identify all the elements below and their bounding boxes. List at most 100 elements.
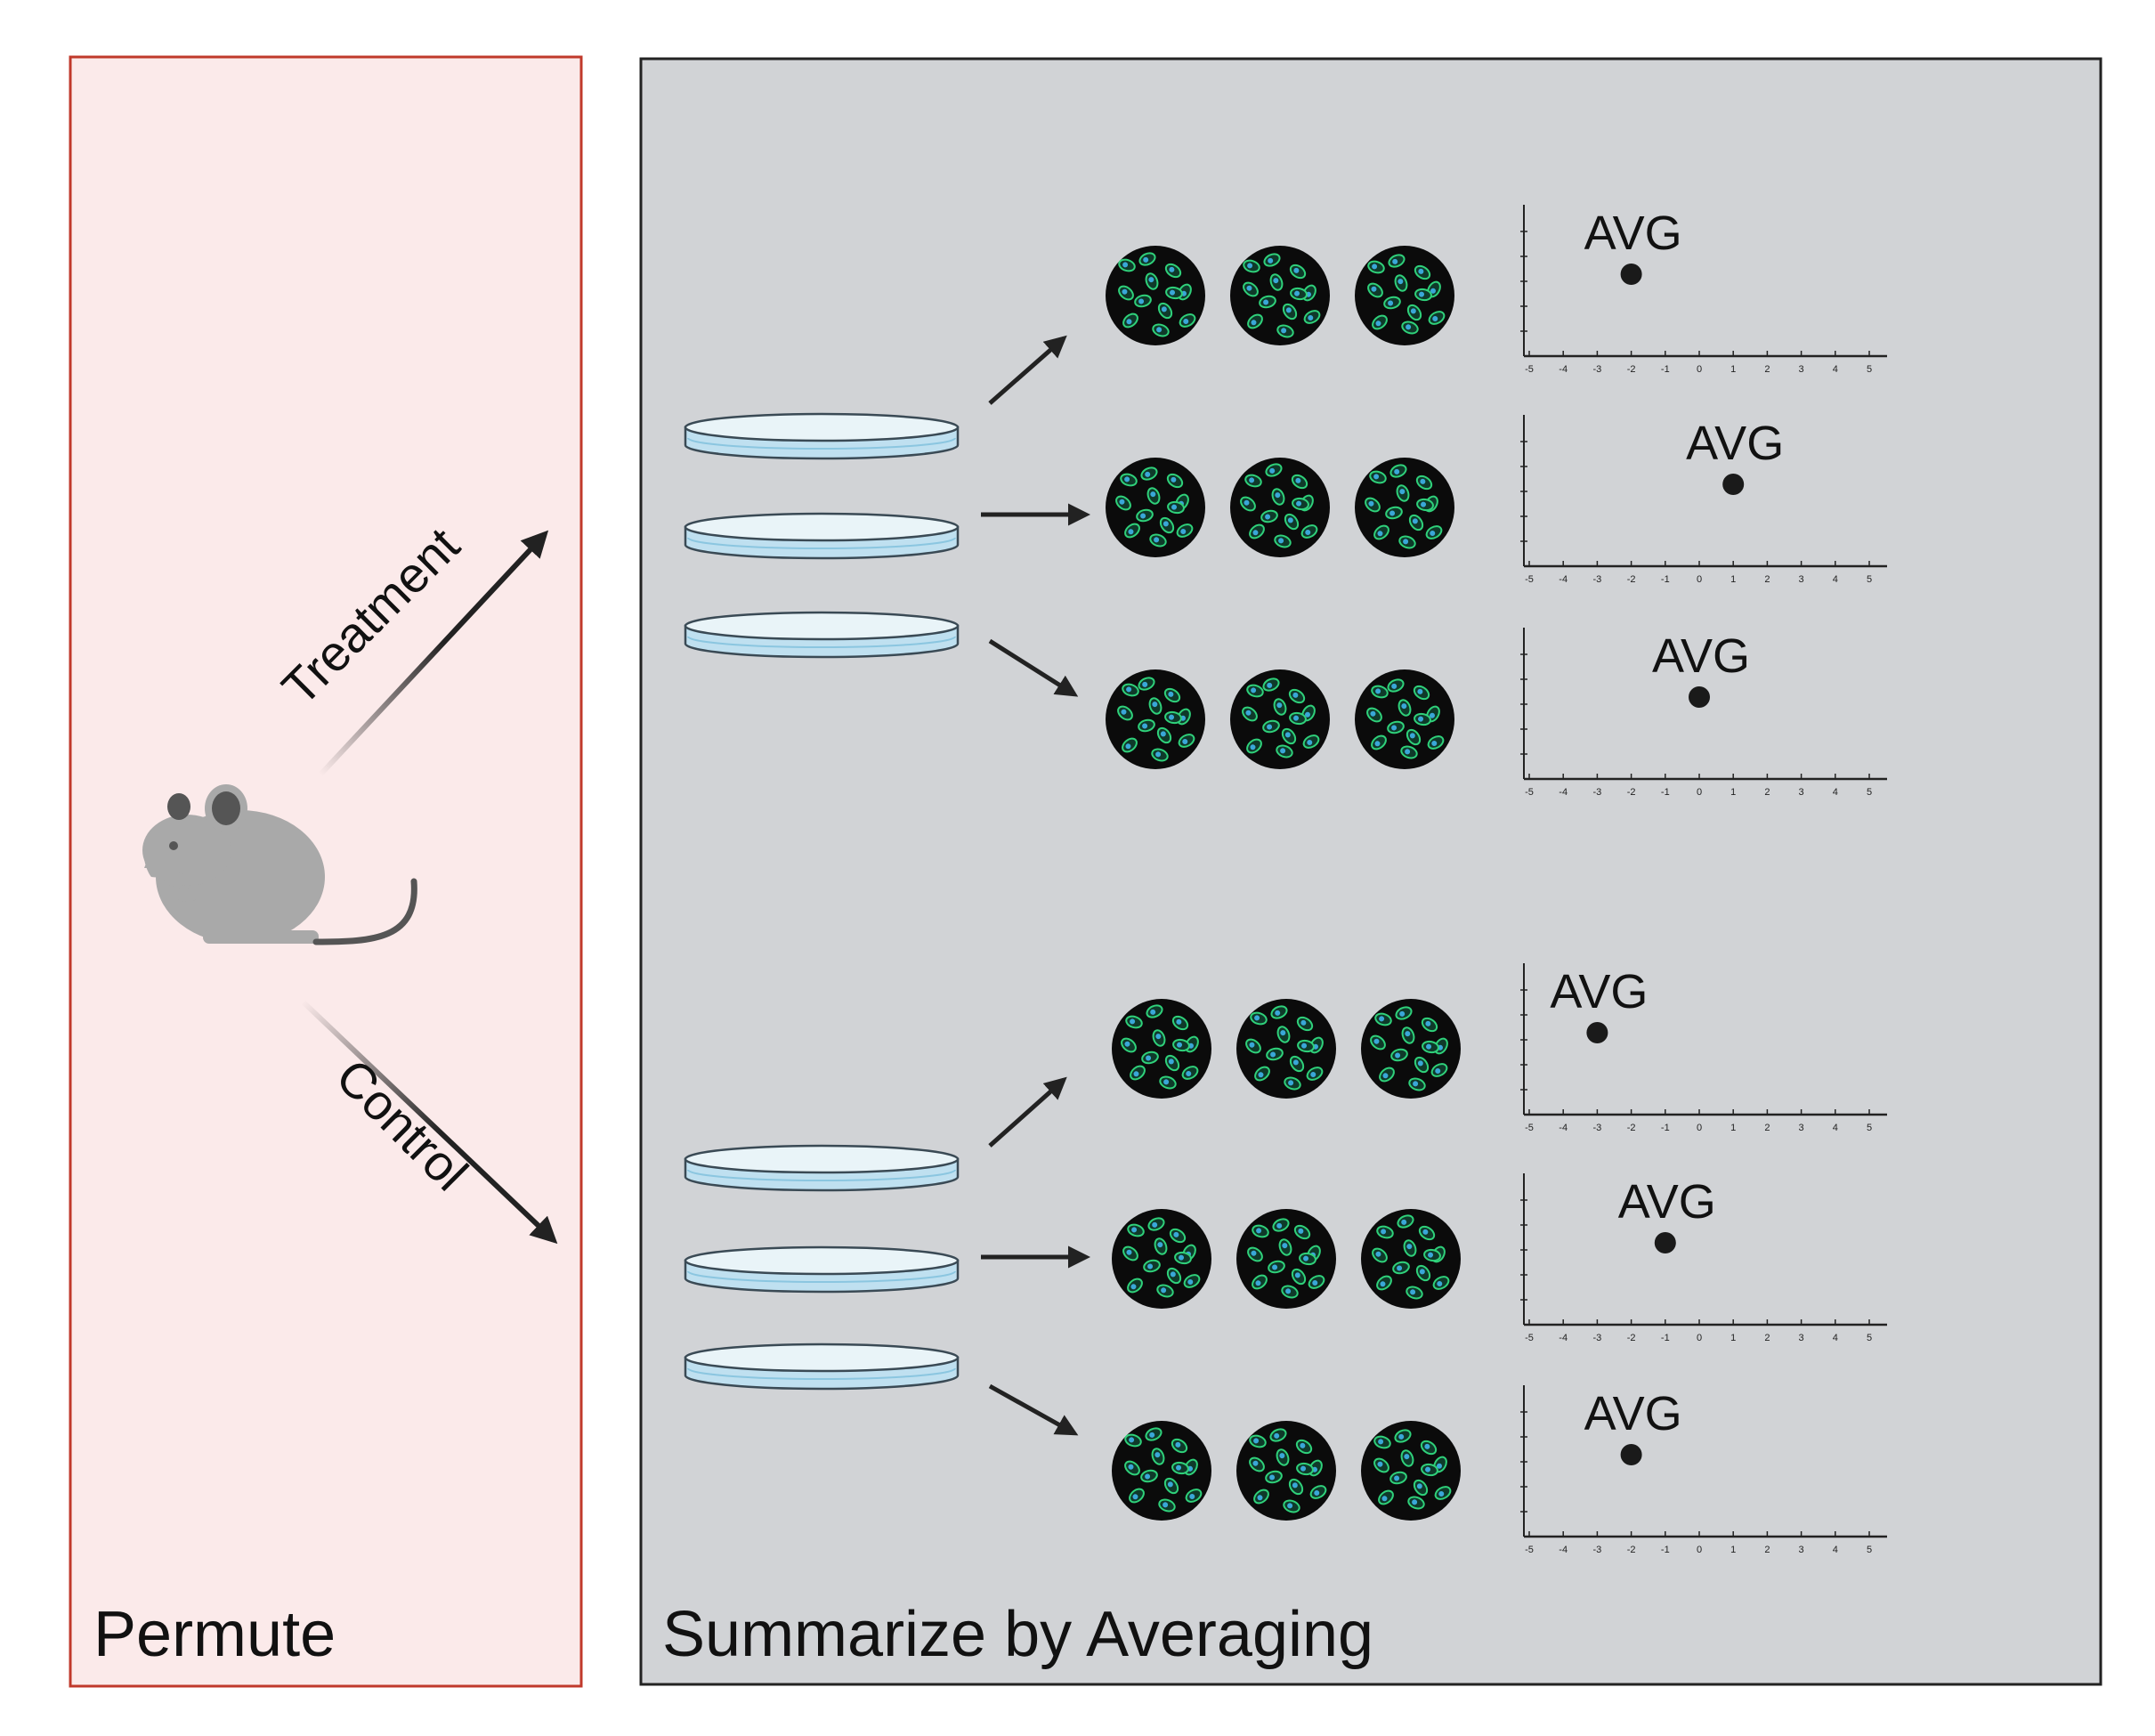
average-label: AVG <box>1584 207 1682 260</box>
chart-tick-label: -1 <box>1661 787 1670 798</box>
chart-tick-label: -1 <box>1661 1123 1670 1133</box>
average-label: AVG <box>1652 629 1750 683</box>
chart-tick-label: -2 <box>1627 1333 1636 1343</box>
chart-tick-label: 4 <box>1833 364 1838 375</box>
chart-tick-label: 2 <box>1764 364 1770 375</box>
chart-tick-label: 4 <box>1833 1123 1838 1133</box>
chart-tick-label: 5 <box>1867 364 1872 375</box>
chart-tick-label: -3 <box>1593 574 1602 585</box>
micrograph-image <box>1230 246 1330 345</box>
mouse-icon <box>142 784 417 945</box>
average-point <box>1722 474 1745 495</box>
average-label: AVG <box>1584 1387 1682 1440</box>
chart-tick-label: -5 <box>1525 1545 1534 1555</box>
chart-tick-label: -5 <box>1525 787 1534 798</box>
chart-tick-label: 3 <box>1799 1545 1804 1555</box>
chart-tick-label: 1 <box>1730 1545 1736 1555</box>
chart-tick-label: 2 <box>1764 787 1770 798</box>
chart-tick-label: -5 <box>1525 1123 1534 1133</box>
chart-tick-label: 3 <box>1799 574 1804 585</box>
chart-tick-label: 4 <box>1833 1333 1838 1343</box>
chart-tick-label: -4 <box>1559 574 1568 585</box>
chart-tick-label: -1 <box>1661 1333 1670 1343</box>
chart-tick-label: -1 <box>1661 574 1670 585</box>
chart-tick-label: 2 <box>1764 1545 1770 1555</box>
control-petri-dishes <box>684 1144 960 1391</box>
average-label: AVG <box>1550 965 1648 1018</box>
permute-panel: Permute <box>69 55 583 1688</box>
chart-tick-label: -3 <box>1593 1545 1602 1555</box>
micrograph-images <box>1106 246 1461 1521</box>
treatment-arrow <box>318 530 549 777</box>
chart-tick-label: -2 <box>1627 1123 1636 1133</box>
micrograph-image <box>1106 246 1205 345</box>
arrow-to-row-3 <box>988 638 1079 697</box>
chart-tick-label: 3 <box>1799 364 1804 375</box>
treatment-petri-dishes <box>684 412 960 659</box>
chart-tick-label: -2 <box>1627 574 1636 585</box>
chart-tick-label: -4 <box>1559 1123 1568 1133</box>
chart-tick-label: -2 <box>1627 787 1636 798</box>
summarize-title: Summarize by Averaging <box>662 1599 1373 1670</box>
chart-tick-label: -5 <box>1525 364 1534 375</box>
arrow-to-row-4 <box>988 1076 1067 1148</box>
chart-tick-label: 5 <box>1867 1333 1872 1343</box>
chart-tick-label: 1 <box>1730 364 1736 375</box>
average-point <box>1620 1444 1642 1465</box>
chart-tick-label: 5 <box>1867 574 1872 585</box>
petri-dish-icon <box>684 1144 960 1192</box>
chart-tick-label: 1 <box>1730 1333 1736 1343</box>
chart-tick-label: 3 <box>1799 787 1804 798</box>
chart-tick-label: 0 <box>1697 574 1702 585</box>
micrograph-image <box>1230 669 1330 769</box>
chart-tick-label: -5 <box>1525 1333 1534 1343</box>
chart-tick-label: -4 <box>1559 1545 1568 1555</box>
micrograph-image <box>1236 999 1336 1099</box>
chart-tick-label: -5 <box>1525 574 1534 585</box>
chart-tick-label: -4 <box>1559 787 1568 798</box>
average-point <box>1689 686 1710 708</box>
chart-tick-label: 2 <box>1764 1333 1770 1343</box>
average-point <box>1586 1022 1608 1043</box>
average-point <box>1620 264 1642 285</box>
micrograph-image <box>1230 458 1330 557</box>
chart-tick-label: -3 <box>1593 787 1602 798</box>
chart-tick-label: -3 <box>1593 1333 1602 1343</box>
micrograph-image <box>1106 458 1205 557</box>
permute-title: Permute <box>93 1599 336 1670</box>
average-label: AVG <box>1686 417 1784 470</box>
micrograph-image <box>1361 999 1461 1099</box>
chart-tick-label: -4 <box>1559 1333 1568 1343</box>
chart-tick-label: 5 <box>1867 1123 1872 1133</box>
petri-dish-icon <box>684 1343 960 1391</box>
chart-tick-label: 0 <box>1697 1123 1702 1133</box>
arrow-to-row-1 <box>988 335 1067 405</box>
micrograph-image <box>1106 669 1205 769</box>
chart-tick-label: -1 <box>1661 1545 1670 1555</box>
chart-tick-label: 3 <box>1799 1333 1804 1343</box>
micrograph-image <box>1112 1421 1211 1521</box>
micrograph-image <box>1112 1209 1211 1309</box>
average-label: AVG <box>1618 1175 1716 1229</box>
chart-tick-label: 2 <box>1764 574 1770 585</box>
arrow-to-row-6 <box>988 1383 1079 1436</box>
petri-dish-icon <box>684 1245 960 1294</box>
dish-arrows <box>981 335 1090 1436</box>
chart-tick-label: -2 <box>1627 1545 1636 1555</box>
chart-tick-label: 4 <box>1833 1545 1838 1555</box>
chart-tick-label: 1 <box>1730 787 1736 798</box>
chart-tick-label: -1 <box>1661 364 1670 375</box>
chart-tick-label: -4 <box>1559 364 1568 375</box>
micrograph-image <box>1236 1421 1336 1521</box>
micrograph-image <box>1361 1421 1461 1521</box>
control-arrow <box>300 999 558 1245</box>
micrograph-image <box>1355 246 1454 345</box>
